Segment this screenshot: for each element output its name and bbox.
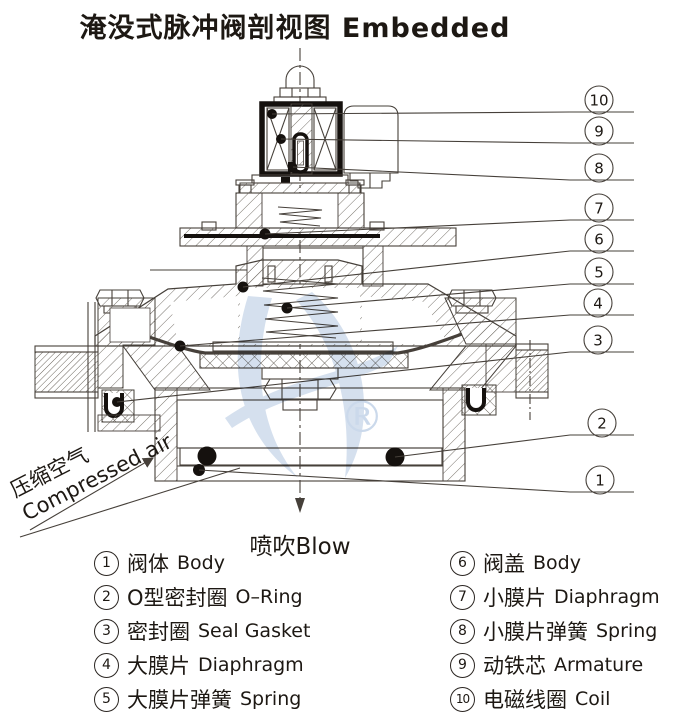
callout-8: 8 — [584, 153, 614, 183]
legend-en-5: Spring — [240, 688, 302, 710]
legend-en-1: Body — [177, 552, 225, 574]
svg-text:10: 10 — [589, 92, 608, 110]
legend-en-7: Diaphragm — [554, 586, 660, 608]
callout-3: 3 — [583, 325, 613, 355]
legend-num-6: 6 — [450, 550, 475, 576]
legend-item-1: 1 阀体 Body — [94, 550, 310, 576]
svg-text:2: 2 — [597, 415, 607, 433]
callouts: 10 9 8 7 6 5 4 3 2 1 — [583, 85, 617, 495]
legend-cn-4: 大膜片 — [127, 654, 190, 678]
svg-text:3: 3 — [593, 332, 603, 350]
blow-label: 喷吹Blow — [249, 534, 351, 560]
callout-10: 10 — [584, 85, 614, 115]
legend-item-8: 8 小膜片弹簧 Spring — [450, 618, 660, 644]
legend-cn-8: 小膜片弹簧 — [483, 620, 588, 644]
svg-text:4: 4 — [593, 295, 603, 313]
svg-text:5: 5 — [594, 264, 604, 282]
legend-en-3: Seal Gasket — [198, 620, 311, 642]
legend-column-left: 1 阀体 Body 2 O型密封圈 O–Ring 3 密封圈 Seal Gasket 4 大膜… — [94, 550, 310, 720]
legend-item-7: 7 小膜片 Diaphragm — [450, 584, 660, 610]
legend-num-3: 3 — [94, 618, 119, 644]
legend-cn-6: 阀盖 — [483, 552, 525, 576]
legend-item-9: 9 动铁芯 Armature — [450, 652, 660, 678]
legend-item-6: 6 阀盖 Body — [450, 550, 660, 576]
svg-text:9: 9 — [594, 123, 604, 141]
valve-body — [154, 387, 466, 482]
legend-cn-2: O型密封圈 — [127, 586, 228, 610]
legend-cn-5: 大膜片弹簧 — [127, 688, 232, 712]
compressed-air-arrow — [19, 457, 241, 538]
legend-cn-9: 动铁芯 — [483, 654, 546, 678]
pilot-spring — [277, 206, 323, 227]
svg-text:6: 6 — [594, 231, 604, 249]
inlet-flange — [34, 297, 161, 432]
legend-en-4: Diaphragm — [198, 654, 304, 676]
connector-box — [343, 105, 399, 189]
svg-text:8: 8 — [594, 160, 604, 178]
legend-en-9: Armature — [554, 654, 644, 676]
armature — [288, 132, 309, 174]
legend-cn-10: 电磁线圈 — [483, 688, 567, 712]
legend-item-10: 10 电磁线圈 Coil — [450, 686, 660, 712]
legend-en-2: O–Ring — [235, 586, 303, 608]
outlet-flange — [444, 297, 549, 420]
callout-9: 9 — [584, 116, 614, 146]
o-ring-left — [197, 446, 217, 466]
legend-en-8: Spring — [596, 620, 658, 642]
legend-item-4: 4 大膜片 Diaphragm — [94, 652, 310, 678]
legend-column-right: 6 阀盖 Body 7 小膜片 Diaphragm 8 小膜片弹簧 Spring 9 动铁芯 A… — [450, 550, 660, 720]
blow-arrowhead — [295, 498, 305, 513]
registered-mark: ® — [340, 392, 384, 443]
legend-item-5: 5 大膜片弹簧 Spring — [94, 686, 310, 712]
brand-watermark: ® — [225, 292, 398, 478]
legend-num-4: 4 — [94, 652, 119, 678]
callout-7: 7 — [584, 193, 614, 223]
svg-text:1: 1 — [595, 472, 605, 490]
legend-num-2: 2 — [94, 584, 119, 610]
legend-en-10: Coil — [575, 688, 611, 710]
callout-4: 4 — [583, 288, 613, 318]
legend-cn-1: 阀体 — [127, 552, 169, 576]
legend-num-9: 9 — [450, 652, 475, 678]
callout-6: 6 — [584, 224, 614, 254]
callout-5: 5 — [584, 257, 614, 287]
pilot-assembly — [235, 174, 365, 229]
callout-1: 1 — [585, 465, 615, 495]
svg-text:7: 7 — [594, 200, 604, 218]
page-title: 淹没式脉冲阀剖视图 Embedded — [79, 13, 511, 44]
legend-item-2: 2 O型密封圈 O–Ring — [94, 584, 310, 610]
legend-en-6: Body — [533, 552, 581, 574]
legend-num-7: 7 — [450, 584, 475, 610]
legend-cn-3: 密封圈 — [127, 620, 190, 644]
legend-num-8: 8 — [450, 618, 475, 644]
legend-num-1: 1 — [94, 550, 119, 576]
callout-2: 2 — [587, 408, 617, 438]
legend-cn-7: 小膜片 — [483, 586, 546, 610]
legend-item-3: 3 密封圈 Seal Gasket — [94, 618, 310, 644]
legend-num-5: 5 — [94, 686, 119, 712]
legend-num-10: 10 — [450, 686, 475, 712]
main-spring — [261, 265, 339, 339]
